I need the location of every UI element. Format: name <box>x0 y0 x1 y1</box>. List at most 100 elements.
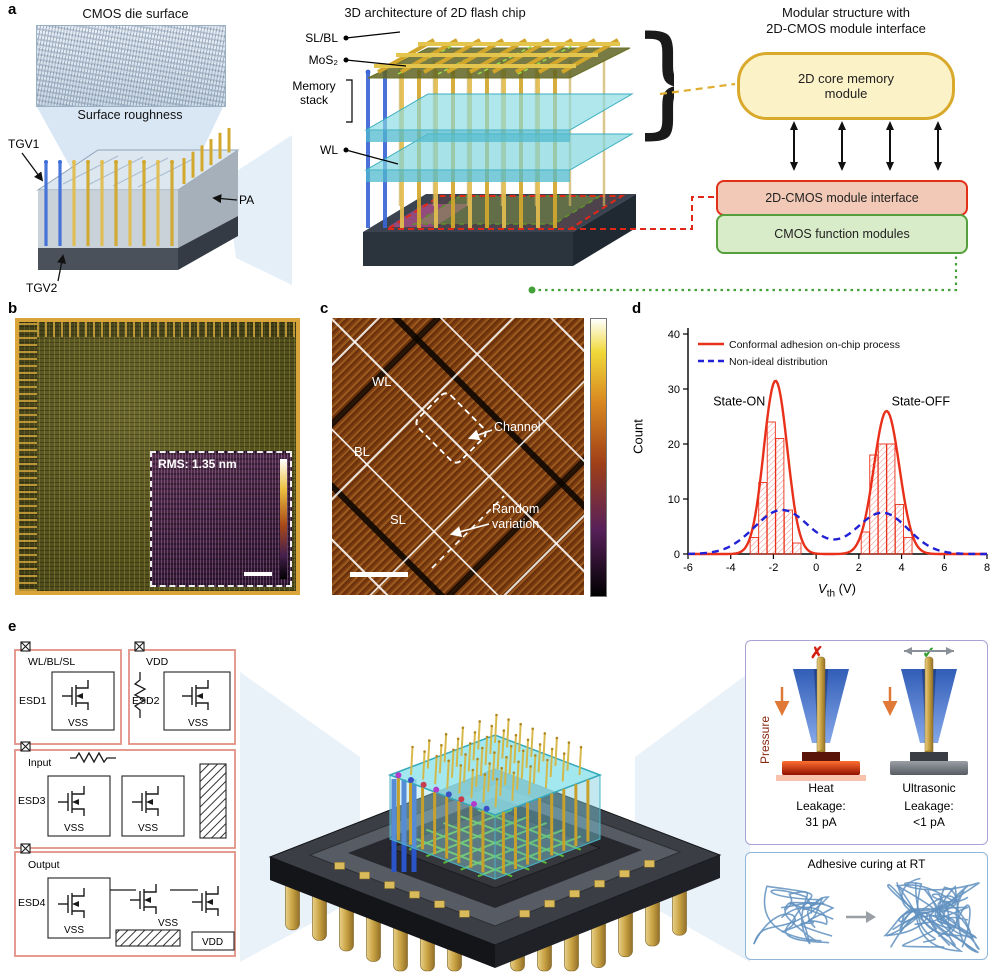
esd4-inner-box <box>47 877 111 939</box>
random-variation-line <box>431 495 505 569</box>
sl-annotation: SL <box>390 512 406 527</box>
resistor-icon <box>70 751 116 764</box>
memory-layer-upper-edge <box>366 130 570 142</box>
slbl-leader <box>345 31 401 39</box>
interface-module-connector <box>570 196 714 230</box>
die-tgv-pillars <box>44 128 231 246</box>
mos2-label: MoS₂ <box>309 53 339 67</box>
heat-label: Heat <box>808 781 834 795</box>
die-right-face <box>178 150 238 248</box>
esd3-label: ESD3 <box>18 795 46 807</box>
esd1-title: WL/BL/SL <box>28 656 75 668</box>
modular-title-2: 2D-CMOS module interface <box>766 21 926 36</box>
vss-label: VSS <box>64 925 84 936</box>
cmos-die-title: CMOS die surface <box>82 6 189 21</box>
memory-module-connector <box>659 82 736 96</box>
vss-label: VSS <box>138 823 158 834</box>
cmos-surface-image <box>36 25 226 107</box>
svg-text:Conformal adhesion on-chip pro: Conformal adhesion on-chip process <box>729 339 900 351</box>
module-connectors <box>528 82 958 294</box>
tgv1-label: TGV1 <box>8 137 40 151</box>
resistor-icon <box>133 672 147 718</box>
heat-bonding-tool <box>774 656 866 781</box>
panel-a-label: a <box>8 1 17 18</box>
panel-e-label: e <box>8 618 17 635</box>
pad-icon <box>20 843 31 854</box>
tgv1-arrow <box>21 152 44 182</box>
svg-text:State-OFF: State-OFF <box>892 395 951 409</box>
esd2-box <box>128 649 236 745</box>
flash-chip-3d: SL/BL MoS₂ Memory stack WL } <box>292 14 674 266</box>
gold-via-pillars <box>410 713 583 808</box>
micrograph-bus-left <box>19 322 37 591</box>
chart-xlabel: Vth (V) <box>777 581 897 600</box>
cmos-module-connector <box>532 252 958 292</box>
esd3-inner-box-a <box>47 775 111 837</box>
micrograph-bus-top <box>37 322 296 337</box>
svg-text:8: 8 <box>984 562 990 574</box>
channel-arrow <box>467 429 493 441</box>
surface-roughness-label: Surface roughness <box>77 108 183 122</box>
bl-annotation: BL <box>354 444 370 459</box>
zoom-beam <box>226 135 292 285</box>
svg-text:10: 10 <box>668 494 680 506</box>
heat-leakage-label: Leakage: <box>796 799 846 813</box>
memory-stack-label-1: Memory <box>292 79 335 93</box>
tgv2-arrow <box>57 254 67 282</box>
mosfet-icon <box>181 679 209 711</box>
channel-label: Channel <box>494 420 541 434</box>
vibration-arrow-icon <box>904 647 954 655</box>
tgv2-label: TGV2 <box>26 281 58 295</box>
slbl-label: SL/BL <box>305 31 338 45</box>
mosfet-icon <box>57 887 85 919</box>
svg-text:0: 0 <box>813 562 819 574</box>
esd4-title: Output <box>28 859 60 871</box>
adhesive-title: Adhesive curing at RT <box>807 857 926 871</box>
afm-colorbar <box>590 318 607 597</box>
heat-leakage-value: 31 pA <box>805 815 837 829</box>
esd1-inner-box <box>51 671 115 731</box>
package-side-right <box>495 855 720 968</box>
mosfet-icon <box>131 785 159 817</box>
random-variation-label-1: Random <box>492 502 540 516</box>
svg-text:Non-ideal distribution: Non-ideal distribution <box>729 356 828 368</box>
ultrasonic-leakage-value: <1 pA <box>913 815 945 829</box>
memory-module-brace: } <box>630 14 674 151</box>
esd1-label: ESD1 <box>19 695 47 707</box>
wl-label: WL <box>320 143 338 157</box>
module-box-cmos-label: CMOS function modules <box>774 227 910 241</box>
rms-label: RMS: 1.35 nm <box>158 457 237 471</box>
cmos-die-3d: TGV1 TGV2 PA <box>8 128 254 295</box>
panel-c-label: c <box>320 300 329 317</box>
vdd-box <box>191 931 235 951</box>
esd3-box <box>14 749 236 849</box>
pad-icon <box>20 741 31 752</box>
vdd-label: VDD <box>202 937 223 948</box>
arch-title: 3D architecture of 2D flash chip <box>344 5 526 20</box>
chart-xlabel-unit: (V) <box>835 581 856 596</box>
module-box-memory-label: 2D core memory module <box>797 71 895 101</box>
wl-leader <box>345 149 399 165</box>
afm-array-image: WL BL SL Channel Random variation <box>332 318 584 595</box>
svg-text:4: 4 <box>899 562 905 574</box>
mosfet-icon <box>61 679 89 711</box>
die-base-right <box>178 216 238 270</box>
memory-stack-label-2: stack <box>300 93 329 107</box>
svg-text:0: 0 <box>674 549 680 561</box>
guard-ring-hatched <box>199 763 227 839</box>
panel-c-arrows <box>431 429 505 569</box>
module-box-interface-label: 2D-CMOS module interface <box>765 191 919 205</box>
vss-label: VSS <box>64 823 84 834</box>
panel-d-label: d <box>632 300 642 317</box>
inset-scale-bar <box>244 572 272 576</box>
die-base-front <box>38 248 178 270</box>
svg-text:30: 30 <box>668 384 680 396</box>
svg-text:State-ON: State-ON <box>713 395 765 409</box>
bond-pads <box>334 859 655 918</box>
esd-circuits: WL/BL/SL ESD1 VSS VDD ESD2 VSS Input ESD… <box>14 641 236 957</box>
scale-bar <box>350 572 408 577</box>
pad-icon <box>20 641 31 652</box>
svg-text:-2: -2 <box>769 562 779 574</box>
